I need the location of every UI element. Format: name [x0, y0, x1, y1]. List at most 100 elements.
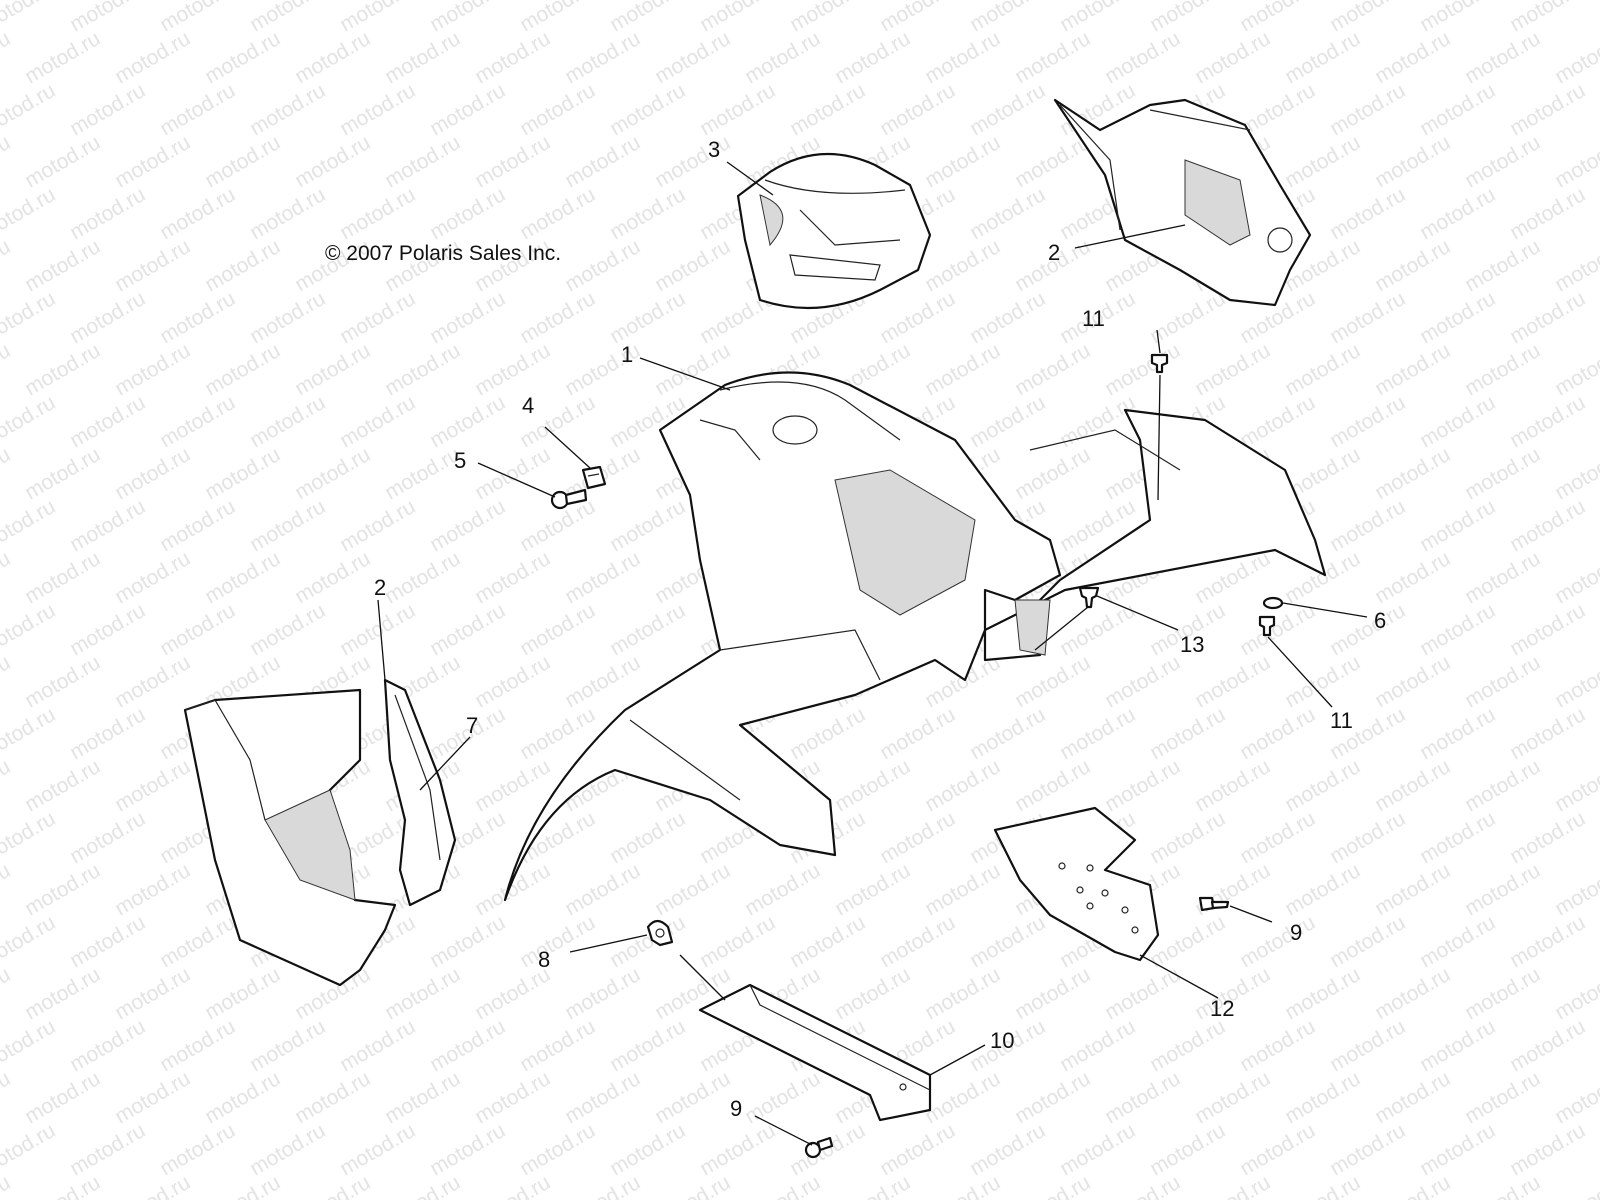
watermark-text: motod.ru [1236, 391, 1319, 452]
watermark-text: motod.ru [1551, 131, 1600, 192]
watermark-text: motod.ru [66, 183, 149, 244]
watermark-text: motod.ru [1461, 443, 1544, 504]
watermark-text: motod.ru [381, 1171, 464, 1200]
watermark-text: motod.ru [1506, 1119, 1589, 1180]
watermark-text: motod.ru [381, 1067, 464, 1128]
watermark-text: motod.ru [291, 547, 374, 608]
watermark-text: motod.ru [1461, 27, 1544, 88]
watermark-text: motod.ru [1326, 287, 1409, 348]
watermark-text: motod.ru [66, 391, 149, 452]
watermark-text: motod.ru [336, 391, 419, 452]
watermark-text: motod.ru [1101, 27, 1184, 88]
watermark-text: motod.ru [1461, 859, 1544, 920]
watermark-text: motod.ru [1416, 0, 1499, 36]
watermark-text: motod.ru [1596, 0, 1600, 36]
watermark-text: motod.ru [921, 27, 1004, 88]
watermark-text: motod.ru [1011, 963, 1094, 1024]
watermark-text: motod.ru [156, 287, 239, 348]
watermark-text: motod.ru [66, 1015, 149, 1076]
watermark-text: motod.ru [1191, 651, 1274, 712]
watermark-text: motod.ru [651, 1171, 734, 1200]
watermark-text: motod.ru [831, 963, 914, 1024]
part-9-screw-bottom [804, 1136, 834, 1159]
watermark-text: motod.ru [1461, 963, 1544, 1024]
watermark-text: motod.ru [0, 755, 14, 816]
watermark-text: motod.ru [336, 0, 419, 36]
watermark-text: motod.ru [291, 27, 374, 88]
callout-12: 12 [1210, 996, 1234, 1021]
watermark-text: motod.ru [21, 1171, 104, 1200]
watermark-text: motod.ru [561, 1171, 644, 1200]
watermark-text: motod.ru [606, 807, 689, 868]
watermark-text: motod.ru [1191, 339, 1274, 400]
watermark-text: motod.ru [1416, 599, 1499, 660]
watermark-text: motod.ru [1371, 755, 1454, 816]
watermark-text: motod.ru [21, 963, 104, 1024]
watermark-text: motod.ru [471, 963, 554, 1024]
watermark-text: motod.ru [741, 27, 824, 88]
watermark-text: motod.ru [1551, 963, 1600, 1024]
watermark-text: motod.ru [696, 1119, 779, 1180]
watermark-text: motod.ru [921, 859, 1004, 920]
callout-9-bottom: 9 [730, 1096, 742, 1121]
watermark-text: motod.ru [246, 1015, 329, 1076]
watermark-text: motod.ru [156, 79, 239, 140]
watermark-text: motod.ru [0, 495, 59, 556]
watermark-text: motod.ru [291, 443, 374, 504]
watermark-text: motod.ru [966, 703, 1049, 764]
watermark-text: motod.ru [336, 1015, 419, 1076]
watermark-text: motod.ru [1056, 703, 1139, 764]
watermark-text: motod.ru [246, 1119, 329, 1180]
watermark-text: motod.ru [1416, 1119, 1499, 1180]
watermark-text: motod.ru [201, 1067, 284, 1128]
watermark-text: motod.ru [1056, 1015, 1139, 1076]
watermark-text: motod.ru [1506, 703, 1589, 764]
watermark-text: motod.ru [1371, 27, 1454, 88]
watermark-text: motod.ru [1416, 911, 1499, 972]
watermark-text: motod.ru [66, 0, 149, 36]
watermark-text: motod.ru [1416, 703, 1499, 764]
watermark-text: motod.ru [426, 287, 509, 348]
watermark-text: motod.ru [1371, 1171, 1454, 1200]
watermark-text: motod.ru [426, 495, 509, 556]
watermark-text: motod.ru [516, 599, 599, 660]
watermark-text: motod.ru [156, 391, 239, 452]
watermark-text: motod.ru [201, 339, 284, 400]
watermark-text: motod.ru [21, 859, 104, 920]
watermark-text: motod.ru [156, 1119, 239, 1180]
watermark-text: motod.ru [1551, 443, 1600, 504]
part-3-headlight-pod [736, 152, 932, 310]
watermark-text: motod.ru [1461, 131, 1544, 192]
watermark-text: motod.ru [606, 287, 689, 348]
watermark-text: motod.ru [111, 1067, 194, 1128]
watermark-text: motod.ru [0, 443, 14, 504]
watermark-text: motod.ru [201, 235, 284, 296]
copyright-notice: © 2007 Polaris Sales Inc. [325, 242, 561, 265]
watermark-text: motod.ru [111, 235, 194, 296]
watermark-text: motod.ru [921, 963, 1004, 1024]
watermark-text: motod.ru [1146, 1015, 1229, 1076]
watermark-text: motod.ru [156, 183, 239, 244]
watermark-text: motod.ru [1101, 1067, 1184, 1128]
watermark-text: motod.ru [1461, 547, 1544, 608]
watermark-text: motod.ru [66, 1119, 149, 1180]
watermark-text: motod.ru [1506, 0, 1589, 36]
watermark-text: motod.ru [606, 599, 689, 660]
watermark-text: motod.ru [1146, 0, 1229, 36]
watermark-text: motod.ru [66, 599, 149, 660]
watermark-text: motod.ru [921, 755, 1004, 816]
watermark-text: motod.ru [651, 27, 734, 88]
watermark-text: motod.ru [381, 131, 464, 192]
watermark-text: motod.ru [1506, 183, 1589, 244]
watermark-text: motod.ru [336, 1119, 419, 1180]
callout-7: 7 [466, 713, 478, 738]
watermark-text: motod.ru [0, 235, 14, 296]
watermark-text: motod.ru [1281, 1171, 1364, 1200]
watermark-text: motod.ru [516, 911, 599, 972]
watermark-text: motod.ru [1506, 287, 1589, 348]
watermark-text: motod.ru [0, 1171, 14, 1200]
watermark-text: motod.ru [1596, 911, 1600, 972]
callout-9-right: 9 [1290, 920, 1302, 945]
